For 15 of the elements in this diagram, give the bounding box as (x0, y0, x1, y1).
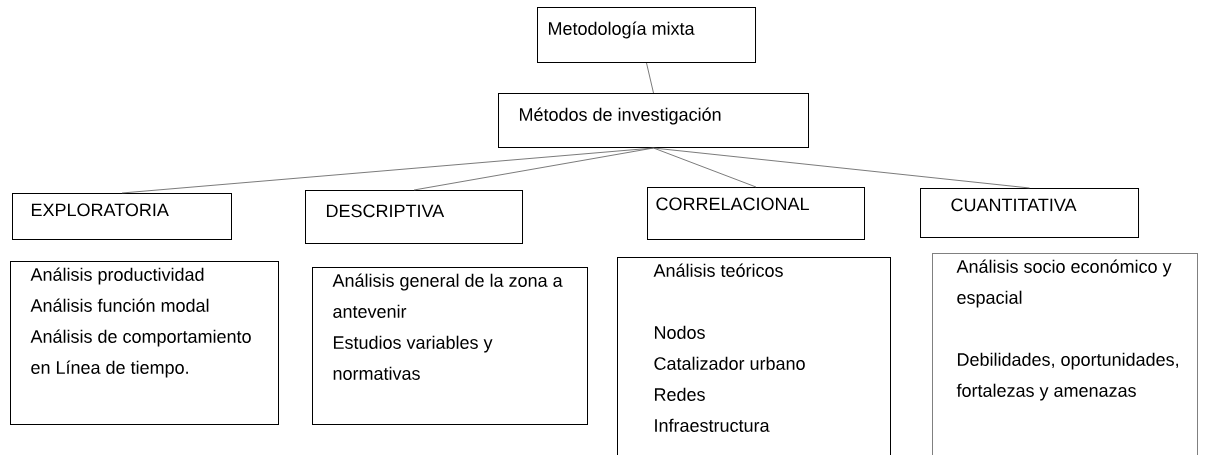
category-box: DESCRIPTIVA (305, 190, 523, 244)
category-box: EXPLORATORIA (12, 193, 232, 240)
list-box: Análisis teóricos Nodos Catalizador urbano Redes Infraestructura (617, 257, 891, 455)
list-box: Análisis socio económico y espacial Debilidades, oportunidades, fortalezas y amenazas (932, 253, 1198, 455)
list-box: Análisis general de la zona a antevenir Estudios variables y normativas (312, 267, 588, 425)
category-box: CORRELACIONAL (647, 187, 865, 240)
process-box: Metodología mixta (537, 7, 756, 63)
list-box: Análisis productividad Análisis función modal Análisis de comportamiento en Línea de tiempo. (10, 261, 279, 425)
connector-line (646, 62, 654, 94)
connector-line (413, 147, 654, 191)
category-box: CUANTITATIVA (920, 188, 1139, 238)
connector-line (653, 147, 757, 188)
process-box: Métodos de investigación (498, 93, 809, 148)
connector-line (653, 147, 1030, 189)
connector-line (121, 147, 654, 194)
